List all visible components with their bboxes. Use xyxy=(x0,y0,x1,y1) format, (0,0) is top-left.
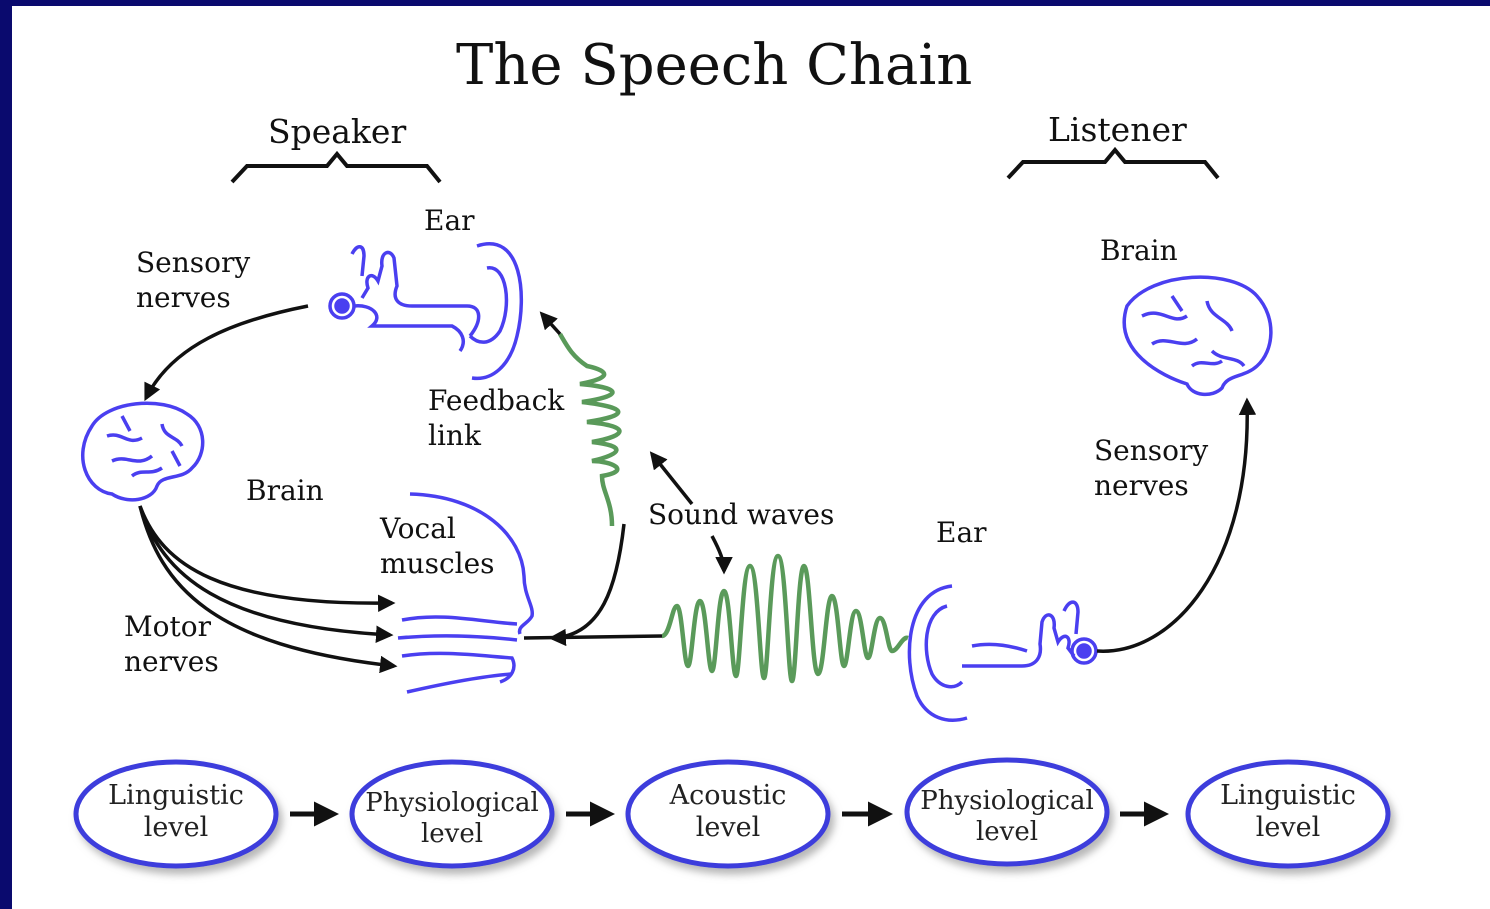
speaker-sensory-label-1: Sensory xyxy=(136,246,251,279)
listener-ear-label: Ear xyxy=(936,516,987,549)
diagram-title: The Speech Chain xyxy=(456,33,973,98)
speech-chain-drawing xyxy=(73,146,1391,869)
speaker-bracket xyxy=(230,150,442,184)
speaker-heading: Speaker xyxy=(268,112,407,151)
listener-heading: Listener xyxy=(1048,110,1187,149)
level-ellipse-1 xyxy=(73,759,279,869)
speaker-sensory-label-2: nerves xyxy=(136,281,231,314)
listener-brain-icon xyxy=(1122,275,1273,397)
speaker-brain-icon xyxy=(81,401,205,502)
level-ellipse-3 xyxy=(625,759,831,869)
listener-brain-label: Brain xyxy=(1100,234,1178,267)
level-ellipse-2 xyxy=(349,759,555,869)
motor-arrow-1 xyxy=(138,505,396,612)
motor-nerves-label-2: nerves xyxy=(124,645,219,678)
listener-sensory-arrow xyxy=(1096,397,1257,653)
listener-sensory-label-1: Sensory xyxy=(1094,434,1209,467)
listener-sensory-label-2: nerves xyxy=(1094,469,1189,502)
feedback-label-1: Feedback xyxy=(428,384,565,417)
level-ellipse-5 xyxy=(1185,759,1391,869)
speaker-ear-icon xyxy=(328,242,523,381)
feedback-tip-arrow xyxy=(539,311,562,336)
sound-waves-label: Sound waves xyxy=(648,498,835,531)
motor-arrow-2 xyxy=(138,505,394,643)
level-ellipses xyxy=(73,757,1391,869)
diagram-panel: The Speech Chain Speaker Listener Ear Se… xyxy=(12,6,1490,909)
feedback-label-2: link xyxy=(428,419,481,452)
vocal-tract-icon xyxy=(397,492,534,694)
listener-ear-icon xyxy=(907,584,1098,722)
speaker-ear-label: Ear xyxy=(424,204,475,237)
feedback-arrow xyxy=(548,523,626,647)
feedback-wave xyxy=(558,332,622,527)
motor-arrow-3 xyxy=(138,505,398,674)
sound-up-arrow xyxy=(649,451,694,506)
level-ellipse-4 xyxy=(904,757,1110,867)
speaker-sensory-arrow xyxy=(144,304,309,402)
mouth-to-wave-line xyxy=(523,634,663,640)
sound-down-arrow xyxy=(710,535,733,575)
vocal-muscles-label-1: Vocal xyxy=(380,512,456,545)
sound-wave xyxy=(661,553,909,684)
motor-nerves-label-1: Motor xyxy=(124,610,212,643)
speaker-brain-label: Brain xyxy=(246,474,324,507)
listener-bracket xyxy=(1006,146,1220,180)
vocal-muscles-label-2: muscles xyxy=(380,547,495,580)
